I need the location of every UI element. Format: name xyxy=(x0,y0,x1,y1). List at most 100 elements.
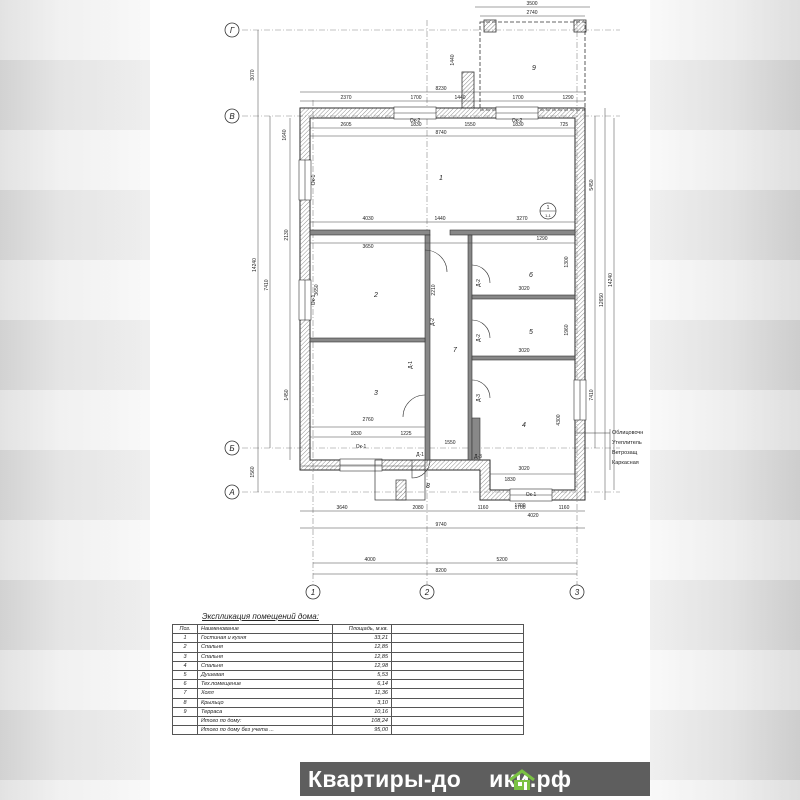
row-name: Итого по дому: xyxy=(197,715,333,727)
room-number-9: 9 xyxy=(532,65,536,72)
room-numbers: 1 2 3 4 5 6 7 8 9 xyxy=(373,65,536,490)
dim-text: 1700 xyxy=(514,505,525,511)
opening-label: Д-3 xyxy=(474,454,482,460)
dim-text: 1830 xyxy=(512,122,523,128)
table-row: 4 Спальня 12,98 xyxy=(172,660,524,671)
axis-letter: Г xyxy=(230,26,235,35)
dim-text: 1550 xyxy=(444,440,455,446)
row-area: 95,00 xyxy=(332,725,392,736)
opening-label: Д-2 xyxy=(476,279,482,287)
row-blank xyxy=(391,633,524,644)
axis-marker-a xyxy=(224,484,240,500)
row-blank xyxy=(391,651,524,662)
row-name: Спальня xyxy=(197,660,333,671)
windows xyxy=(298,106,587,502)
dim-text: 2130 xyxy=(284,229,290,240)
row-name: Душевая xyxy=(197,669,333,681)
room-number-8: 8 xyxy=(426,483,430,490)
dim-text: 3020 xyxy=(518,466,529,472)
dim-text: 9740 xyxy=(435,522,446,528)
terrace xyxy=(461,19,587,111)
room-number-6: 6 xyxy=(529,272,533,279)
row-area: 12,85 xyxy=(332,651,392,662)
dim-text: 5450 xyxy=(589,179,595,190)
axis-letter: А xyxy=(228,488,234,497)
table-row: 2 Спальня 12,85 xyxy=(172,642,524,653)
row-name: Холл xyxy=(197,688,333,699)
row-area: 3,10 xyxy=(332,697,392,708)
dim-text: 3070 xyxy=(250,69,256,80)
room-number-5: 5 xyxy=(529,329,533,336)
row-name: Итого по дому без учета ... xyxy=(197,725,333,736)
opening-label: Д-3 xyxy=(476,394,482,402)
dim-text: 3500 xyxy=(526,1,537,7)
axis-number: 3 xyxy=(575,588,580,597)
axis-marker-g xyxy=(224,22,240,38)
opening-label: Д-2 xyxy=(476,334,482,342)
porch xyxy=(374,459,426,501)
explication-table: Поз. Наименование Площадь, м.кв. 1 Гости… xyxy=(172,623,524,736)
axis-letter: Б xyxy=(229,444,234,453)
room-number-1: 1 xyxy=(439,175,443,182)
dim-text: 1160 xyxy=(559,505,570,511)
table-row: 9 Терраса 10,16 xyxy=(172,706,524,717)
side-note: Утеплитель xyxy=(612,440,642,446)
row-num: 9 xyxy=(172,706,198,717)
room-number-2: 2 xyxy=(373,292,378,299)
dim-text: 1960 xyxy=(564,324,570,335)
dim-text: 1300 xyxy=(564,256,570,267)
interior-walls xyxy=(309,229,576,461)
dim-text: 1440 xyxy=(434,216,445,222)
axis-marker-3 xyxy=(569,584,585,600)
dim-text: 2080 xyxy=(412,505,423,511)
row-blank xyxy=(391,706,524,717)
row-blank xyxy=(391,715,524,727)
opening-label: Ок-1 xyxy=(356,444,367,450)
dim-text: 1560 xyxy=(250,466,256,477)
table-row-total: Итого по дому: 108,24 xyxy=(172,715,524,727)
dimension-lines xyxy=(257,6,615,575)
dim-text: 3020 xyxy=(518,348,529,354)
dim-text: 3270 xyxy=(516,216,527,222)
table-row: 7 Холл 11,36 xyxy=(172,688,524,699)
dim-text: 8230 xyxy=(435,86,446,92)
axis-marker-1 xyxy=(305,584,321,600)
dimension-texts: 3500 2740 1440 8230 2370 1700 1440 1700 … xyxy=(250,1,614,574)
table-row: 5 Душевая 5,53 xyxy=(172,669,524,681)
row-num: 4 xyxy=(172,660,198,671)
dim-text: 3650 xyxy=(314,284,320,295)
row-blank xyxy=(391,679,524,690)
dim-text: 1225 xyxy=(400,431,411,437)
opening-labels: Ок-2 Ок-2 Ок-1 Ок-1 Ок-1 Ок-1 Д-1 Д-1 Д-… xyxy=(311,118,536,498)
dim-text: 2760 xyxy=(362,417,373,423)
dim-text: 1640 xyxy=(282,129,288,140)
dim-text: 14240 xyxy=(252,258,258,272)
dim-text: 5200 xyxy=(496,557,507,563)
row-area: 33,21 xyxy=(332,633,392,644)
opening-label: Ок-1 xyxy=(311,175,317,186)
row-name: Спальня xyxy=(197,642,333,653)
exterior-walls xyxy=(299,107,586,501)
row-num: 6 xyxy=(172,679,198,690)
header-name: Наименование xyxy=(197,623,333,635)
axis-markers-numbers: 1 2 3 xyxy=(305,584,585,600)
dim-text: 3640 xyxy=(336,505,347,511)
dim-text: 1700 xyxy=(512,95,523,101)
row-num: 7 xyxy=(172,688,198,699)
row-blank xyxy=(391,642,524,653)
section-mark: 1 1-1 xyxy=(539,202,557,220)
dim-text: 2605 xyxy=(340,122,351,128)
header-blank xyxy=(391,623,524,635)
axis-markers-letters: Г В Б А xyxy=(224,22,240,500)
dim-text: 4000 xyxy=(364,557,375,563)
dim-text: 4030 xyxy=(362,216,373,222)
row-blank xyxy=(391,725,524,736)
dim-text: 1830 xyxy=(350,431,361,437)
opening-label: Ок-2 xyxy=(512,118,523,124)
row-num: 2 xyxy=(172,642,198,653)
row-num xyxy=(172,715,198,727)
row-area: 12,85 xyxy=(332,642,392,653)
dim-text: 1700 xyxy=(410,95,421,101)
